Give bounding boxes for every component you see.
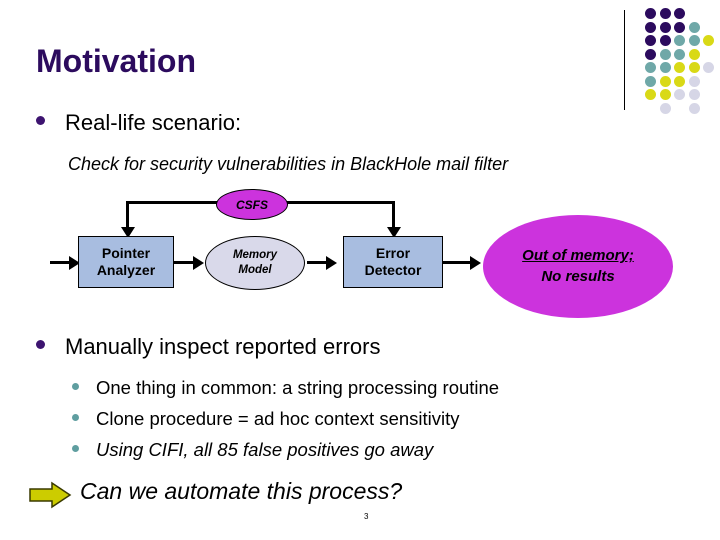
arrowhead-down-to-pointer-analyzer <box>121 227 135 238</box>
scenario-detail-text: Check for security vulnerabilities in Bl… <box>68 154 509 174</box>
decoration-dot <box>645 48 656 60</box>
node-memory-model: Memory Model <box>205 236 305 290</box>
sub-bullet-marker-icon <box>72 383 79 390</box>
decoration-dot <box>674 8 685 19</box>
decoration-dot <box>659 8 671 19</box>
node-memory-model-label-line1: Memory <box>232 249 278 262</box>
bullet-real-life-scenario: Real-life scenario: <box>36 110 241 136</box>
connector-pointer-to-memory <box>174 261 196 264</box>
slide-number: 3 <box>364 512 369 521</box>
decoration-dot <box>703 35 714 46</box>
node-pointer-analyzer-label-line1: Pointer <box>101 244 151 261</box>
decoration-dot <box>645 21 656 33</box>
decoration-dot <box>688 48 700 60</box>
decoration-dot <box>659 62 671 73</box>
connector-input-line <box>50 261 72 264</box>
connector-csfs-left-horizontal <box>126 201 220 204</box>
connector-csfs-left-vertical <box>126 201 129 229</box>
decoration-dot <box>688 35 700 46</box>
dot-grid-decoration <box>645 8 720 114</box>
node-outcome-label-line1: Out of memory; <box>522 247 634 265</box>
node-pointer-analyzer: Pointer Analyzer <box>78 236 174 288</box>
decoration-dot <box>659 21 671 33</box>
connector-csfs-right-vertical <box>392 201 395 229</box>
node-csfs: CSFS <box>216 189 288 220</box>
decoration-dot <box>674 35 685 46</box>
decoration-dot <box>674 75 685 87</box>
arrowhead-input-to-pointer-analyzer <box>69 255 80 270</box>
connector-csfs-right-horizontal <box>285 201 395 204</box>
node-pointer-analyzer-label-line2: Analyzer <box>96 262 156 278</box>
decoration-dot <box>688 62 700 73</box>
decoration-dot <box>645 62 656 73</box>
bullet-marker-icon <box>36 116 45 125</box>
bullet-manually-inspect: Manually inspect reported errors <box>36 334 380 360</box>
sub-bullet-label: One thing in common: a string processing… <box>96 377 500 398</box>
decoration-dot <box>645 35 656 46</box>
decoration-dot <box>645 89 656 100</box>
bullet-marker-icon <box>36 340 45 349</box>
bullet-label: Manually inspect reported errors <box>65 334 381 359</box>
arrowhead-down-to-error-detector <box>387 227 401 238</box>
decoration-dot <box>645 8 656 19</box>
arrowhead-to-memory-model <box>193 255 204 270</box>
closing-question-text: Can we automate this process? <box>80 478 403 504</box>
sub-bullet-label: Using CIFI, all 85 false positives go aw… <box>96 439 434 460</box>
node-error-detector-label-line2: Detector <box>364 262 422 278</box>
decoration-dot <box>703 62 714 73</box>
decoration-dot <box>688 75 700 87</box>
decoration-dot <box>645 75 656 87</box>
decoration-dot <box>674 89 685 100</box>
node-memory-model-label-line2: Model <box>238 264 272 276</box>
decoration-dot <box>659 48 671 60</box>
decoration-dot <box>674 62 685 73</box>
bullet-label: Real-life scenario: <box>65 110 242 135</box>
sub-bullet-marker-icon <box>72 445 79 452</box>
decoration-dot <box>659 75 671 87</box>
sub-bullet-2: Using CIFI, all 85 false positives go aw… <box>72 439 433 461</box>
node-csfs-label: CSFS <box>235 197 268 212</box>
decoration-dot <box>659 89 671 100</box>
decoration-dot <box>688 89 700 100</box>
node-outcome: Out of memory; No results <box>483 215 673 318</box>
sub-bullet-0: One thing in common: a string processing… <box>72 377 499 399</box>
decoration-dot <box>674 48 685 60</box>
sub-bullet-1: Clone procedure = ad hoc context sensiti… <box>72 408 460 430</box>
page-title: Motivation <box>36 43 196 79</box>
decoration-dot <box>659 35 671 46</box>
decoration-dot <box>659 102 671 114</box>
pipeline-diagram: CSFS Pointer Analyzer Memory Model Error… <box>0 185 720 325</box>
vertical-rule-decoration <box>624 10 625 110</box>
sub-bullet-marker-icon <box>72 414 79 421</box>
node-error-detector: Error Detector <box>343 236 443 288</box>
sub-bullet-label: Clone procedure = ad hoc context sensiti… <box>96 408 460 429</box>
right-arrow-icon <box>29 481 72 509</box>
decoration-dot <box>688 102 700 114</box>
connector-error-detector-to-outcome <box>443 261 473 264</box>
arrowhead-to-outcome <box>470 255 481 270</box>
decoration-dot <box>674 21 685 33</box>
decoration-dot <box>688 21 700 33</box>
node-outcome-label-line2: No results <box>541 267 615 285</box>
arrowhead-to-error-detector <box>326 255 337 270</box>
node-error-detector-label-line1: Error <box>375 244 411 261</box>
connector-memory-to-error-detector <box>307 261 329 264</box>
